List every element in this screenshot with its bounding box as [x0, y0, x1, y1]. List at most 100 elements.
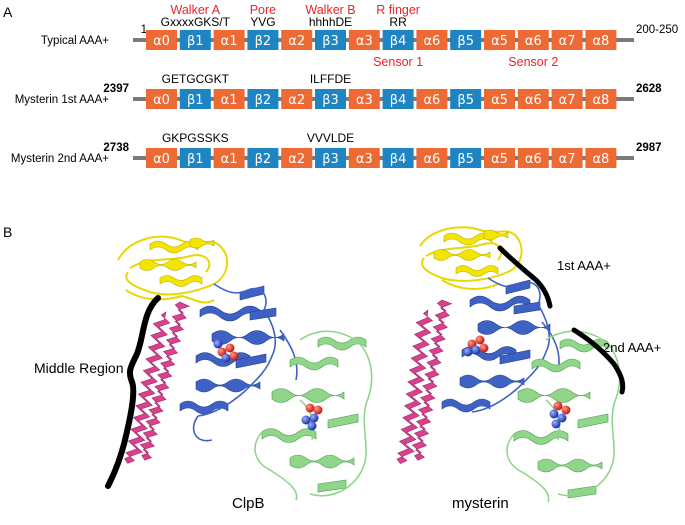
domain-label: β2: [255, 93, 272, 108]
domain-label: α8: [592, 34, 609, 49]
domain-label: β5: [457, 152, 474, 167]
row-motif: VVVLDE: [307, 131, 354, 145]
domain-label: α6: [525, 152, 542, 167]
domain-label: α2: [288, 93, 305, 108]
domain-label: α7: [559, 34, 576, 49]
middle-region-bracket: [105, 295, 161, 489]
domain-label: β4: [390, 93, 407, 108]
domain-label: α2: [288, 152, 305, 167]
domain-box: [484, 148, 515, 168]
structure-panel: Middle Region 1st AAA+ 2nd AAA+ ClpB mys…: [34, 226, 661, 512]
motif-sequence: hhhhDE: [309, 15, 352, 29]
domain-box: [348, 89, 380, 109]
domain-label: α8: [592, 152, 609, 167]
domain-label: α5: [491, 34, 508, 49]
domain-box: [450, 30, 482, 50]
row-end: 200-250: [636, 24, 678, 36]
domain-box: [315, 148, 346, 168]
domain-box: [450, 148, 482, 168]
domain-box: [517, 30, 549, 50]
domain-box: [146, 148, 177, 168]
domain-label: α3: [356, 152, 373, 167]
middle-region-label: Middle Region: [34, 360, 124, 376]
domain-box: [585, 148, 617, 168]
domain-label: β3: [322, 93, 339, 108]
domain-box: [382, 89, 414, 109]
row-start: 2738: [103, 142, 129, 154]
domain-box: [315, 30, 346, 50]
panel-b-label: B: [3, 224, 12, 240]
domain-label: β2: [255, 152, 272, 167]
domain-label: β3: [322, 152, 339, 167]
motif-title: Pore: [250, 3, 276, 17]
domain-box: [179, 148, 211, 168]
domain-label: α5: [491, 93, 508, 108]
domain-box: [551, 89, 583, 109]
domain-label: β1: [187, 152, 204, 167]
domain-label: α6: [423, 152, 440, 167]
domain-label: α0: [153, 34, 170, 49]
domain-label: α1: [221, 152, 238, 167]
domain-box: [517, 89, 549, 109]
domain-box: [213, 89, 245, 109]
domain-label: β2: [255, 34, 272, 49]
domain-box: [315, 89, 346, 109]
domain-box: [484, 89, 515, 109]
domain-box: [450, 89, 482, 109]
domain-box: [348, 148, 380, 168]
domain-label: β5: [457, 34, 474, 49]
domain-label: α0: [153, 93, 170, 108]
domain-label: α3: [356, 93, 373, 108]
domain-label: α8: [592, 93, 609, 108]
domain-box: [179, 89, 211, 109]
domain-box: [146, 30, 177, 50]
domain-box: [416, 89, 448, 109]
domain-box: [585, 89, 617, 109]
domain-label: α0: [153, 152, 170, 167]
domain-label: α3: [356, 34, 373, 49]
domain-box: [146, 89, 177, 109]
mysterin-caption: mysterin: [452, 495, 509, 512]
domain-label: α6: [525, 93, 542, 108]
domain-label: α6: [423, 93, 440, 108]
domain-label: α1: [221, 34, 238, 49]
row-start: 2397: [103, 83, 129, 95]
domain-label: α1: [221, 93, 238, 108]
domain-box: [585, 30, 617, 50]
first-aaa-label: 1st AAA+: [557, 258, 611, 273]
domain-label: β4: [390, 34, 407, 49]
sensor-label: Sensor 2: [508, 55, 558, 69]
motif-sequence: RR: [389, 15, 407, 29]
motif-sequence: YVG: [250, 15, 275, 29]
domain-box: [551, 148, 583, 168]
domain-label: β1: [187, 34, 204, 49]
sensor-label: Sensor 1: [373, 55, 423, 69]
motif-title: R finger: [376, 3, 420, 17]
domain-box: [281, 89, 313, 109]
row-end: 2987: [636, 142, 662, 154]
motif-title: Walker B: [305, 3, 355, 17]
row-name: Typical AAA+: [41, 35, 109, 47]
first-aaa-bracket: [497, 245, 553, 309]
domain-box: [416, 148, 448, 168]
domain-box: [416, 30, 448, 50]
domain-box: [551, 30, 583, 50]
domain-box: [247, 148, 279, 168]
row-motif: GKPGSSKS: [162, 131, 229, 145]
domain-label: β3: [322, 34, 339, 49]
domain-box: [517, 148, 549, 168]
domain-box: [247, 89, 279, 109]
domain-box: [247, 30, 279, 50]
row-name: Mysterin 2nd AAA+: [11, 153, 109, 165]
clpb-caption: ClpB: [232, 495, 265, 512]
second-aaa-bracket: [571, 327, 626, 395]
domain-box: [484, 30, 515, 50]
domain-label: β5: [457, 93, 474, 108]
domain-label: α6: [525, 34, 542, 49]
second-aaa-label: 2nd AAA+: [603, 340, 661, 355]
domain-box: [281, 30, 313, 50]
clpb-structure: [105, 235, 373, 501]
domain-label: α6: [423, 34, 440, 49]
